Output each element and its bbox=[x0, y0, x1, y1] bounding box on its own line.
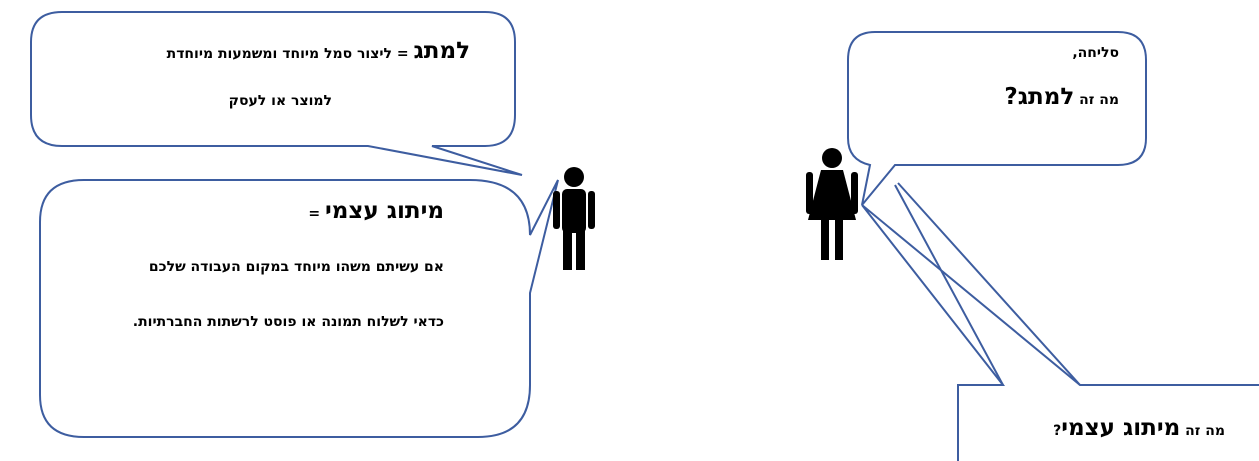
callout-right-bottom-tail-left bbox=[894, 184, 1004, 386]
question-mark: ? bbox=[1004, 84, 1018, 110]
speech-bubble-top-left bbox=[30, 11, 523, 176]
woman-icon bbox=[806, 148, 858, 260]
term-brand: למתג bbox=[413, 38, 470, 64]
bubble-bottom-left-title: מיתוג עצמי = bbox=[60, 198, 444, 224]
man-icon bbox=[553, 167, 595, 270]
term-brand-question: למתג bbox=[1017, 84, 1075, 110]
bubble-right-top-line1: סליחה, bbox=[1072, 45, 1119, 61]
speech-bubble-bottom-left bbox=[39, 179, 559, 438]
term-self-branding: מיתוג עצמי bbox=[324, 198, 444, 224]
bubble-bottom-left-line1: אם עשיתם משהו מיוחד במקום העבודה שלכם bbox=[148, 259, 444, 275]
callout-right-bottom-text: מה זה מיתוג עצמי? bbox=[970, 415, 1225, 441]
definition-text: = ליצור סמל מיוחד ומשמעות מיוחדת bbox=[166, 46, 414, 62]
question-mark: ? bbox=[1053, 423, 1062, 439]
bubble-top-left-line1: למתג = ליצור סמל מיוחד ומשמעות מיוחדת bbox=[40, 38, 470, 64]
callout-right-bottom-tail-right bbox=[897, 182, 1081, 386]
equals-sign: = bbox=[308, 206, 325, 222]
bubble-right-top-line2: מה זה למתג? bbox=[860, 84, 1119, 110]
term-self-branding-question: מיתוג עצמי bbox=[1061, 415, 1181, 441]
callout-right-bottom-border bbox=[957, 384, 1259, 461]
question-prefix: מה זה bbox=[1180, 423, 1225, 439]
callout-right-bottom-fill bbox=[959, 386, 1259, 461]
question-prefix: מה זה bbox=[1074, 92, 1119, 108]
bubble-bottom-left-line2: כדאי לשלוח תמונה או פוסט לרשתות החברתיות… bbox=[132, 314, 444, 330]
speech-bubble-right-top bbox=[847, 31, 1147, 206]
bubble-top-left-line2: למוצר או לעסק bbox=[228, 93, 332, 109]
